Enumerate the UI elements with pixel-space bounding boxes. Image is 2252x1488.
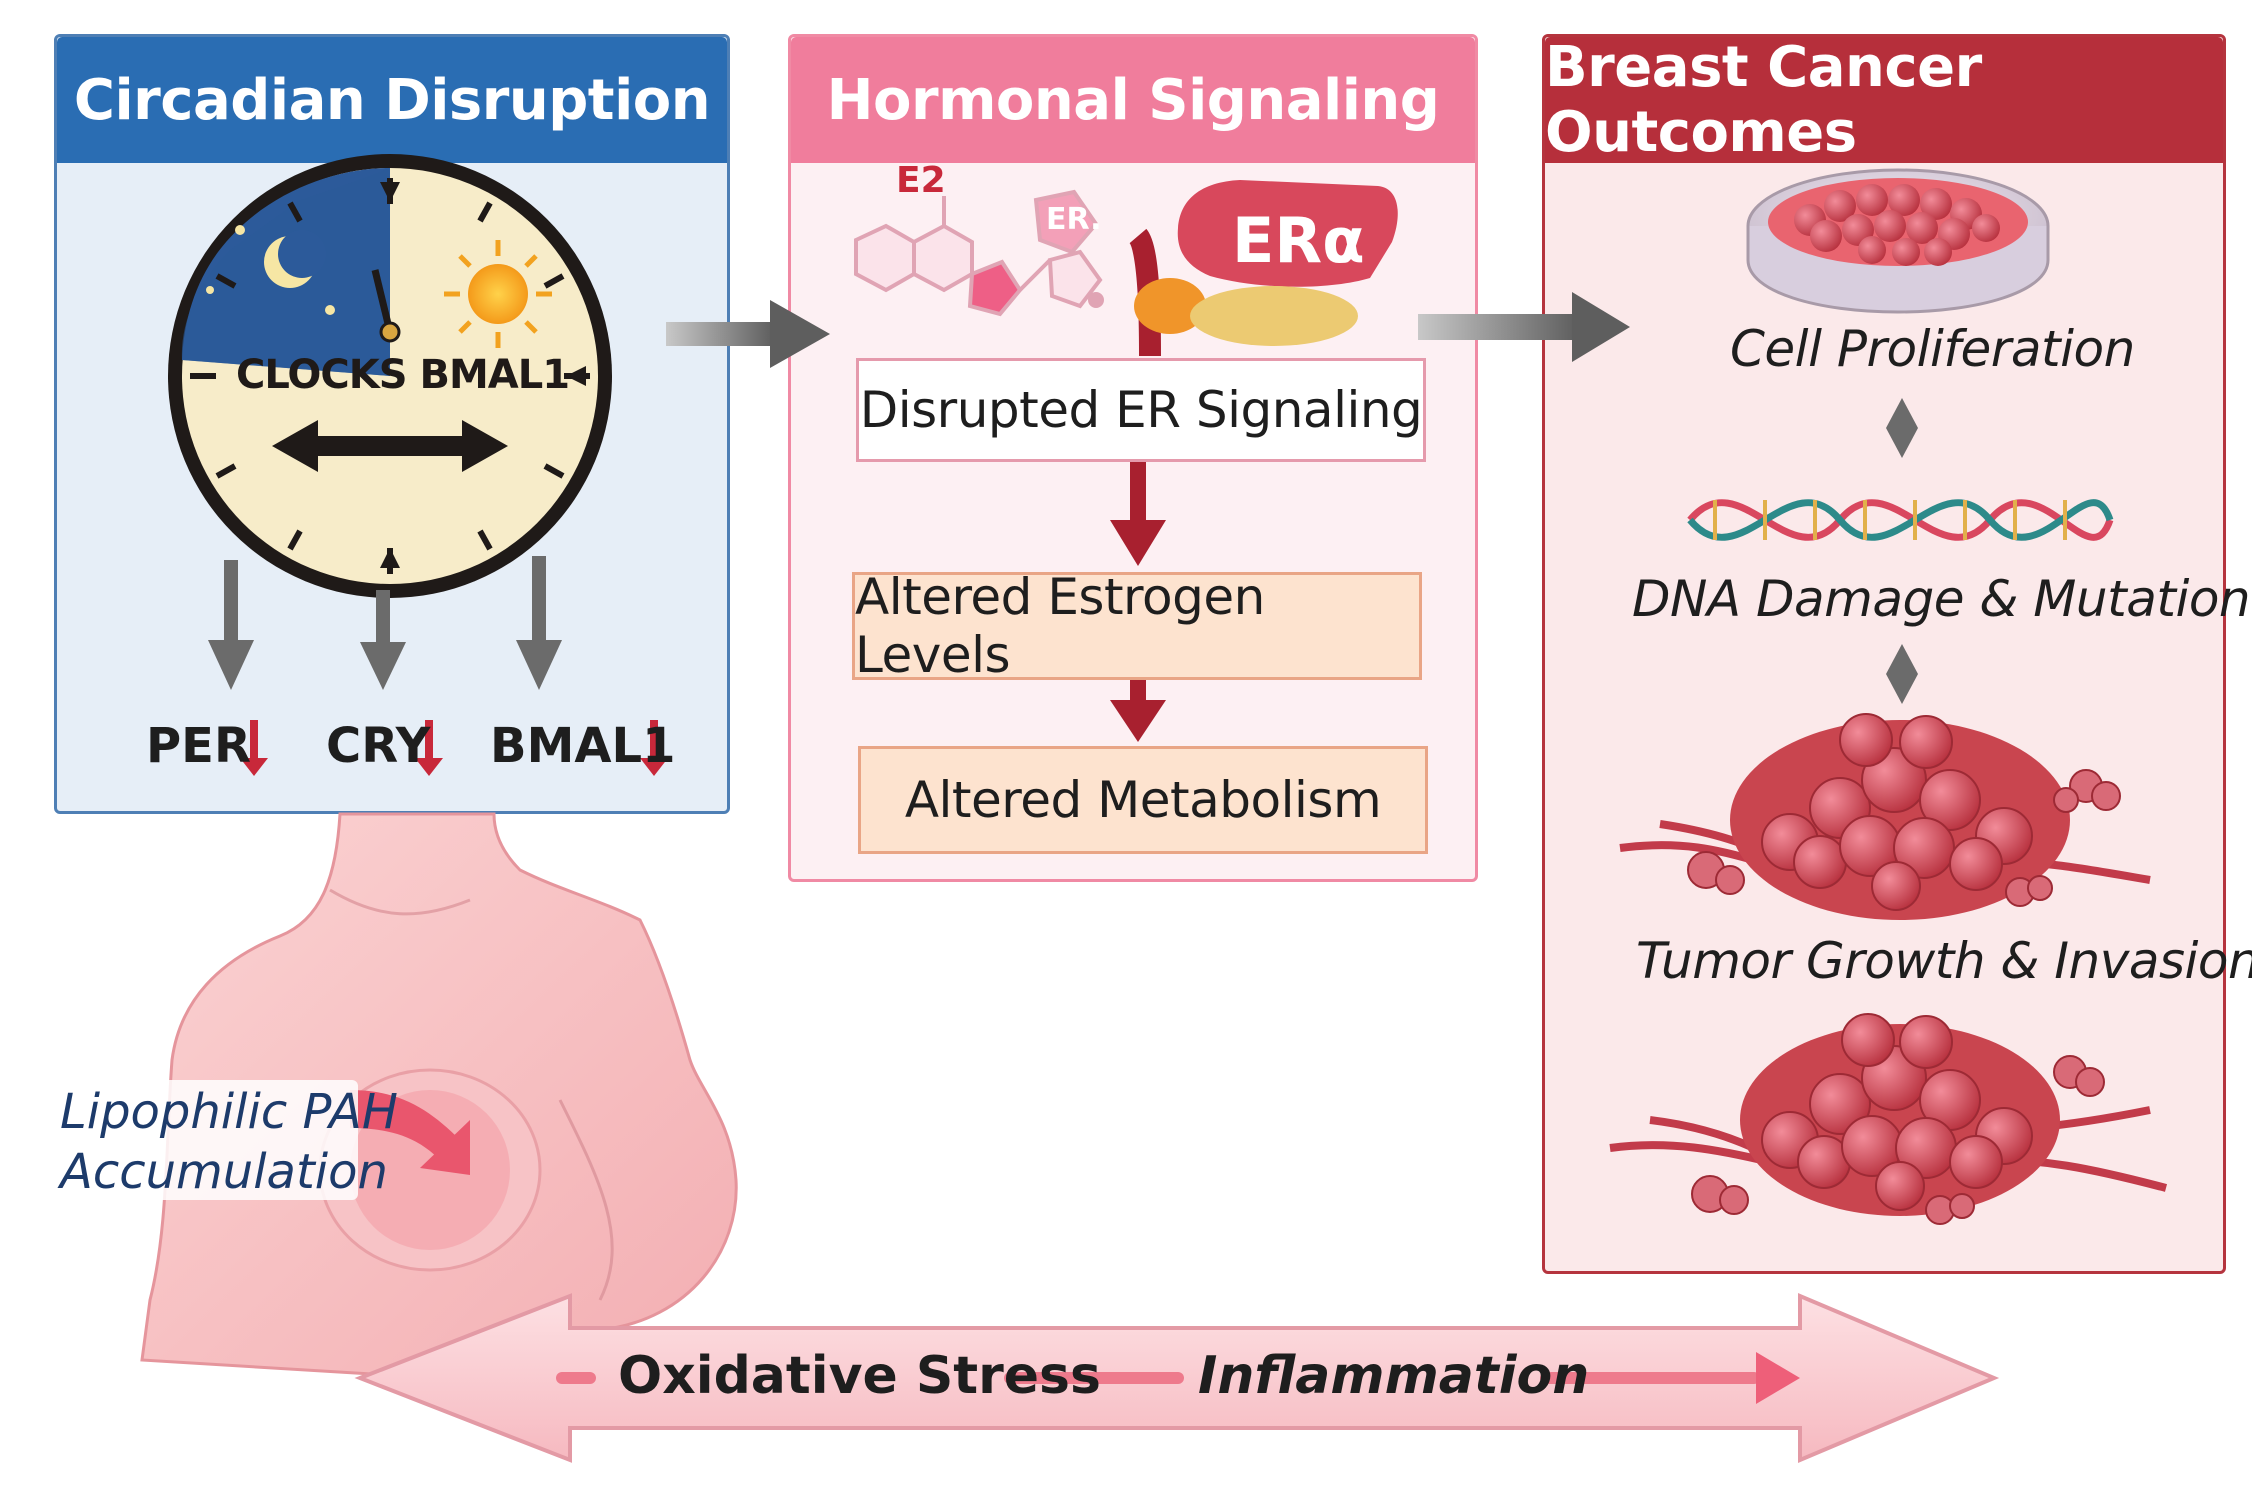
gene-label-per: PER (146, 718, 251, 774)
gene-label-bmal1: BMAL1 (490, 718, 676, 774)
petri-dish-icon (1746, 168, 2050, 314)
gene-label-cry: CRY (326, 718, 431, 774)
clock-output-arrows (208, 556, 562, 690)
pah-label-line1: Lipophilic PAH (60, 1084, 398, 1140)
outcomes-panel-title: Breast Cancer Outcomes (1545, 35, 2223, 165)
er-alpha-receptor (1128, 180, 1398, 357)
er-alpha-label: ERα (1232, 204, 1365, 277)
outcome-cell-proliferation: Cell Proliferation (1730, 320, 2135, 378)
disrupted-er-signaling-box: Disrupted ER Signaling (856, 358, 1426, 462)
oxidative-stress-label: Oxidative Stress (618, 1346, 1101, 1406)
circadian-clock (168, 154, 612, 598)
e2-molecule-label: E2 (896, 160, 946, 201)
tumor-invasion-icon (1609, 1013, 2168, 1225)
er-molecule-label: ER. (1046, 202, 1102, 237)
tumor-growth-icon (1619, 713, 2151, 920)
flow-arrow-hormonal-to-outcomes (1418, 292, 1630, 362)
outcome-dna-damage: DNA Damage & Mutation (1632, 570, 2251, 628)
outcome-connector-1 (1886, 398, 1918, 458)
dna-helix-icon (1687, 499, 2114, 541)
oxidative-stress-inflammation-arrow (354, 1292, 2000, 1464)
hormonal-panel-title: Hormonal Signaling (791, 37, 1475, 163)
hormonal-step-arrows (1110, 462, 1166, 742)
inflammation-label: Inflammation (1198, 1346, 1590, 1406)
altered-metabolism-box: Altered Metabolism (858, 746, 1428, 854)
circadian-panel-title: Circadian Disruption (57, 37, 727, 163)
outcome-connector-2 (1886, 644, 1918, 704)
outcome-tumor-growth: Tumor Growth & Invasion (1636, 932, 2252, 990)
flow-arrow-circadian-to-hormonal (666, 300, 830, 368)
torso-illustration (48, 812, 738, 1382)
pah-label-line2: Accumulation (60, 1144, 388, 1200)
clock-gene-label: CLOCKS BMAL1 (236, 352, 570, 398)
pah-accumulation-label: Lipophilic PAH Accumulation (60, 1082, 398, 1202)
altered-estrogen-levels-box: Altered Estrogen Levels (852, 568, 1422, 684)
gene-decrease-arrows (240, 720, 668, 776)
estradiol-molecule (854, 189, 1104, 317)
